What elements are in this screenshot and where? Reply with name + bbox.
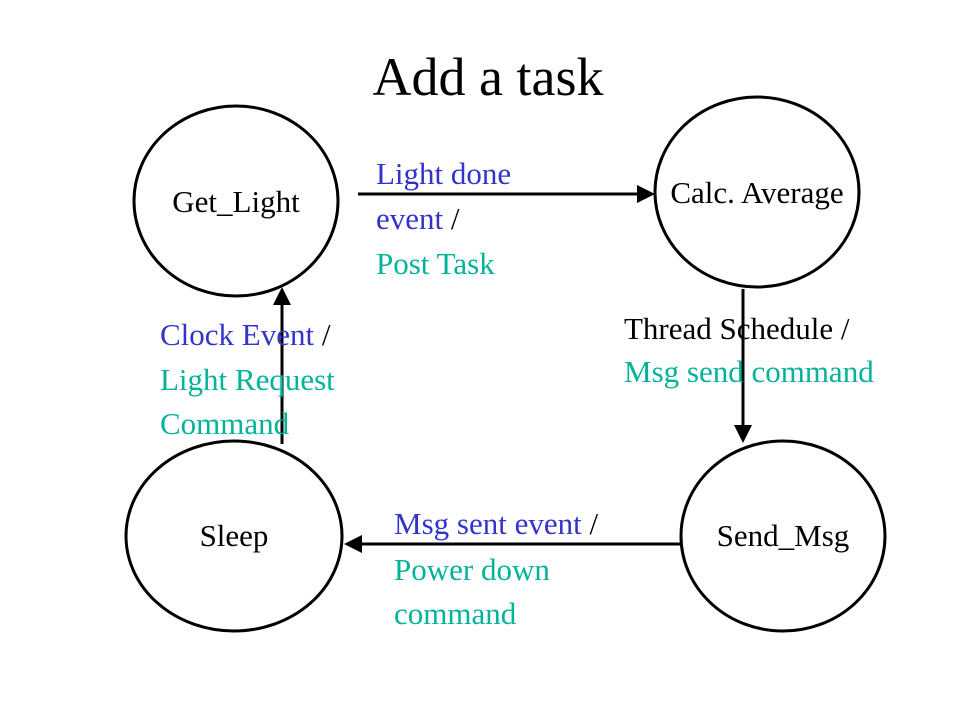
clock-event-action-line2: Command (160, 406, 290, 441)
state-sleep-circle (124, 439, 344, 633)
state-calc-average-circle (653, 95, 861, 289)
label-thread-schedule: Thread Schedule / Msg send command (624, 311, 874, 389)
msg-sent-action-line1: Power down (394, 552, 550, 587)
state-get-light: Get_Light (132, 104, 340, 298)
light-done-event-word: event (376, 201, 444, 236)
thread-schedule-action: Msg send command (624, 354, 874, 389)
msg-sent-action-line2: command (394, 596, 517, 631)
state-sleep: Sleep (124, 439, 344, 633)
light-done-action: Post Task (376, 246, 495, 281)
light-done-separator: / (443, 201, 460, 236)
light-done-event-line2: event / (376, 201, 460, 236)
state-send-msg-label: Send_Msg (717, 518, 850, 553)
arrowhead-to-calc-average (637, 185, 655, 203)
label-clock-event: Clock Event / Light Request Command (160, 317, 335, 441)
arrowhead-to-send-msg (734, 425, 752, 443)
clock-event-action-line1: Light Request (160, 362, 335, 397)
state-send-msg: Send_Msg (679, 439, 887, 633)
clock-event-word: Clock Event (160, 317, 314, 352)
label-light-done: Light done event / Post Task (376, 156, 511, 281)
msg-sent-event-word: Msg sent event (394, 506, 582, 541)
msg-sent-event-line1: Msg sent event / (394, 506, 598, 541)
state-get-light-circle (132, 104, 340, 298)
state-send-msg-circle (679, 439, 887, 633)
state-get-light-label: Get_Light (172, 184, 300, 219)
state-calc-average-label: Calc. Average (670, 175, 843, 210)
state-sleep-label: Sleep (200, 518, 269, 553)
light-done-event-line1: Light done (376, 156, 511, 191)
state-calc-average: Calc. Average (653, 95, 861, 289)
page-title: Add a task (373, 47, 604, 107)
clock-event-line1: Clock Event / (160, 317, 331, 352)
label-msg-sent: Msg sent event / Power down command (394, 506, 598, 631)
clock-event-separator: / (314, 317, 331, 352)
arrowhead-to-get-light (273, 287, 291, 305)
msg-sent-separator: / (582, 506, 599, 541)
arrowhead-to-sleep (344, 535, 362, 553)
thread-schedule-event: Thread Schedule / (624, 311, 850, 346)
